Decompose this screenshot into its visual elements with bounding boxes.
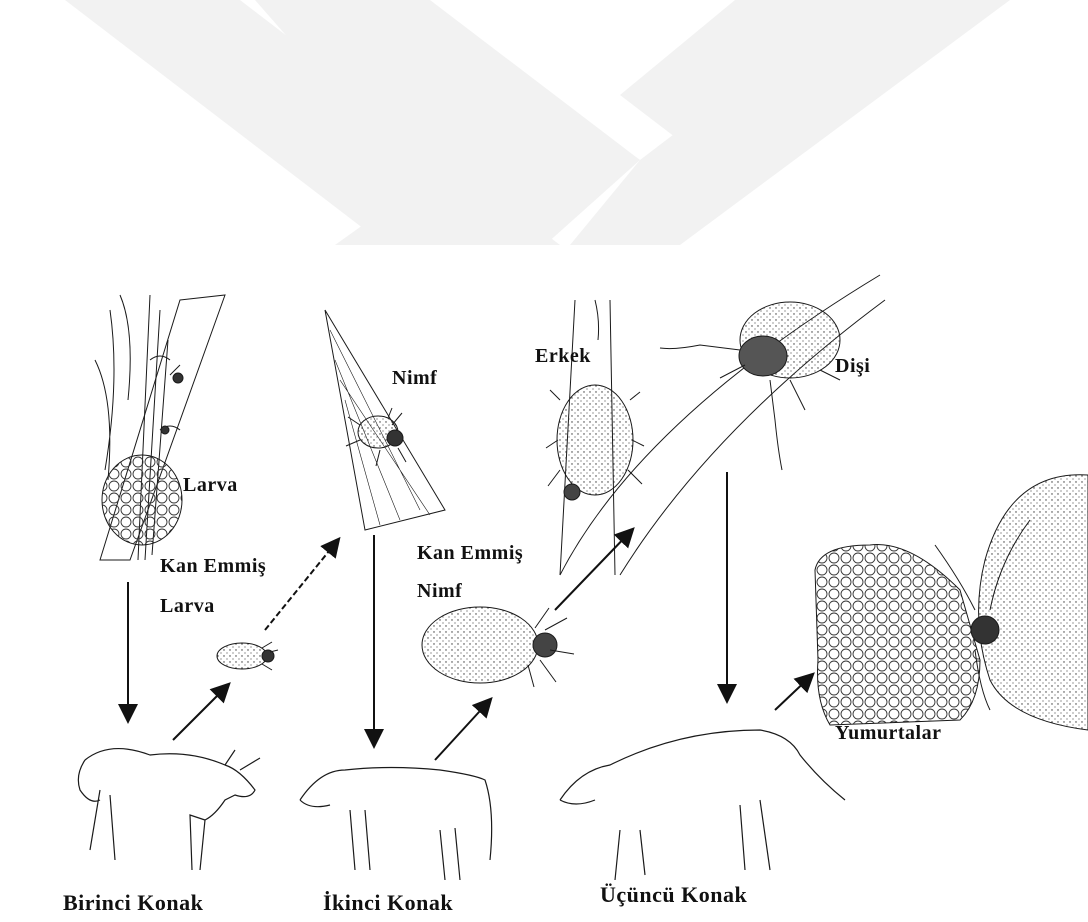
arrow-fed-nymph-to-adults: [555, 530, 632, 610]
label-third-host: Üçüncü Konak: [600, 882, 747, 908]
label-female: Dişi: [835, 355, 870, 378]
label-fed-nymph-line1: Kan Emmiş: [417, 542, 523, 565]
label-fed-nymph-line2: Nimf: [417, 580, 462, 603]
cattle-second-host: [300, 768, 492, 881]
label-fed-larva-line2: Larva: [160, 595, 215, 618]
cattle-third-host: [560, 730, 845, 880]
arrow-second-host-to-fed-nymph: [435, 700, 490, 760]
label-fed-larva-line1: Kan Emmiş: [160, 555, 266, 578]
engorged-female-with-eggs: [815, 475, 1088, 730]
fed-larva-tick: [217, 642, 278, 670]
label-nymph: Nimf: [392, 367, 437, 390]
arrow-fed-larva-to-nymph: [265, 540, 338, 630]
label-second-host: İkinci Konak: [323, 890, 453, 916]
cattle-first-host: [78, 749, 260, 870]
fed-nymph-tick: [422, 607, 574, 687]
watermark-logo: [65, 0, 1010, 245]
label-larva: Larva: [183, 474, 238, 497]
label-male: Erkek: [535, 345, 591, 368]
nymph-on-grass-blade: [325, 310, 445, 530]
arrow-first-host-to-fed-larva: [173, 685, 228, 740]
label-first-host: Birinci Konak: [63, 890, 203, 916]
label-eggs: Yumurtalar: [835, 722, 941, 745]
arrow-third-host-to-eggs: [775, 675, 812, 710]
larva-cluster-on-grass: [95, 295, 225, 560]
